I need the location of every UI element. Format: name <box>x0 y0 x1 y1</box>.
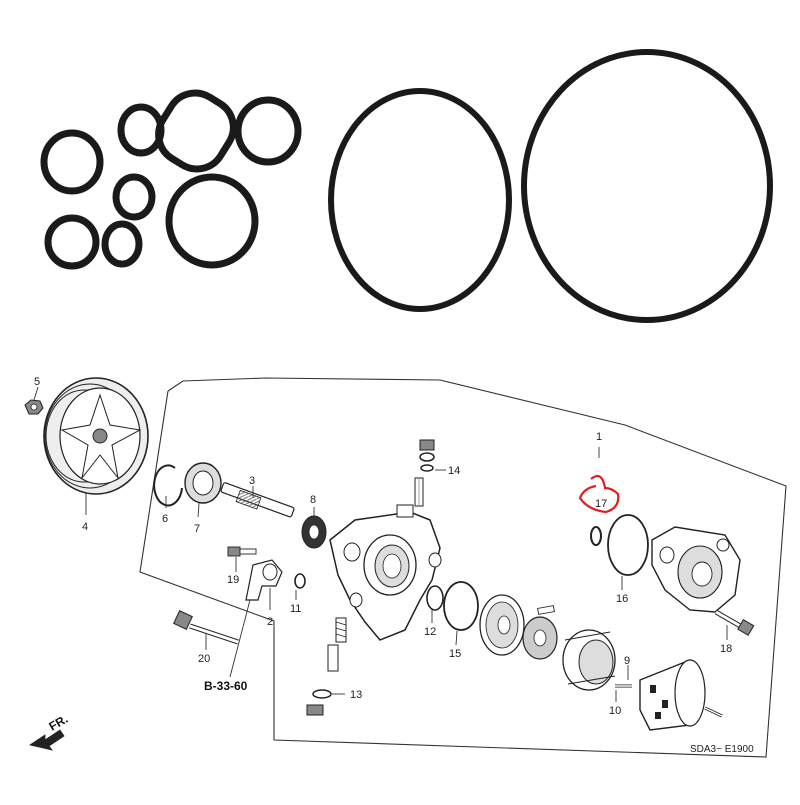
bolt-small <box>227 546 257 572</box>
callout-6: 6 <box>162 513 168 525</box>
oil-seal <box>301 507 327 549</box>
callout-13: 13 <box>350 689 362 701</box>
oring-small-3 <box>234 96 302 166</box>
callout-9: 9 <box>624 655 630 667</box>
pump-cover <box>651 526 741 613</box>
bolt-18 <box>714 609 755 640</box>
bolt-long <box>173 610 239 650</box>
direction-label: FR. <box>47 712 71 734</box>
oring-small-4 <box>112 173 156 221</box>
callout-18: 18 <box>720 643 732 655</box>
callout-8: 8 <box>310 494 316 506</box>
callout-19: 19 <box>227 574 239 586</box>
callout-1: 1 <box>596 431 602 443</box>
inlet-joint <box>245 559 283 610</box>
oring-16 <box>607 514 649 590</box>
oring-xlarge <box>521 49 773 323</box>
reference-leader <box>229 599 251 678</box>
callout-4: 4 <box>82 521 88 533</box>
oring-large <box>328 88 512 312</box>
plug-top <box>414 439 446 507</box>
side-plate <box>479 594 525 656</box>
oring-small-1 <box>40 129 104 195</box>
callout-labels: 1 2 3 4 5 6 7 8 9 10 11 12 13 14 15 16 1… <box>34 376 732 717</box>
callout-12: 12 <box>424 626 436 638</box>
oring-medium <box>165 173 259 269</box>
callout-16: 16 <box>616 593 628 605</box>
cam-ring <box>562 629 616 691</box>
callout-7: 7 <box>194 523 200 535</box>
snap-ring <box>153 464 183 508</box>
bearing <box>184 462 222 518</box>
callout-10: 10 <box>609 705 621 717</box>
oring-15 <box>443 581 479 646</box>
oring-kit <box>40 49 773 323</box>
oring-oval <box>155 89 237 173</box>
oring-17 <box>578 474 620 546</box>
rotor <box>522 605 558 660</box>
callout-14: 14 <box>448 465 460 477</box>
diagram-code: SDA3~ E1900 <box>690 744 754 755</box>
flow-control-valve <box>306 617 347 716</box>
pump-body <box>329 504 442 641</box>
oring-12 <box>426 585 444 623</box>
reference-label: B-33-60 <box>204 679 248 693</box>
nut <box>24 386 44 415</box>
pins <box>615 665 723 718</box>
highlight-circle <box>578 474 620 514</box>
callout-11: 11 <box>290 603 301 615</box>
callout-20: 20 <box>198 653 210 665</box>
callout-3: 3 <box>249 475 255 487</box>
assembly-boundary <box>139 377 787 758</box>
pulley <box>43 377 149 515</box>
callout-15: 15 <box>449 648 461 660</box>
oring-small-2 <box>117 103 165 157</box>
oring-small-6 <box>101 220 143 268</box>
callout-2: 2 <box>267 616 273 628</box>
front-arrow <box>29 729 65 751</box>
rear-housing <box>639 659 706 731</box>
shaft <box>220 482 295 518</box>
callout-5: 5 <box>34 376 40 388</box>
oring-11 <box>294 573 306 600</box>
oring-small-5 <box>44 214 100 270</box>
callout-17: 17 <box>595 498 607 510</box>
